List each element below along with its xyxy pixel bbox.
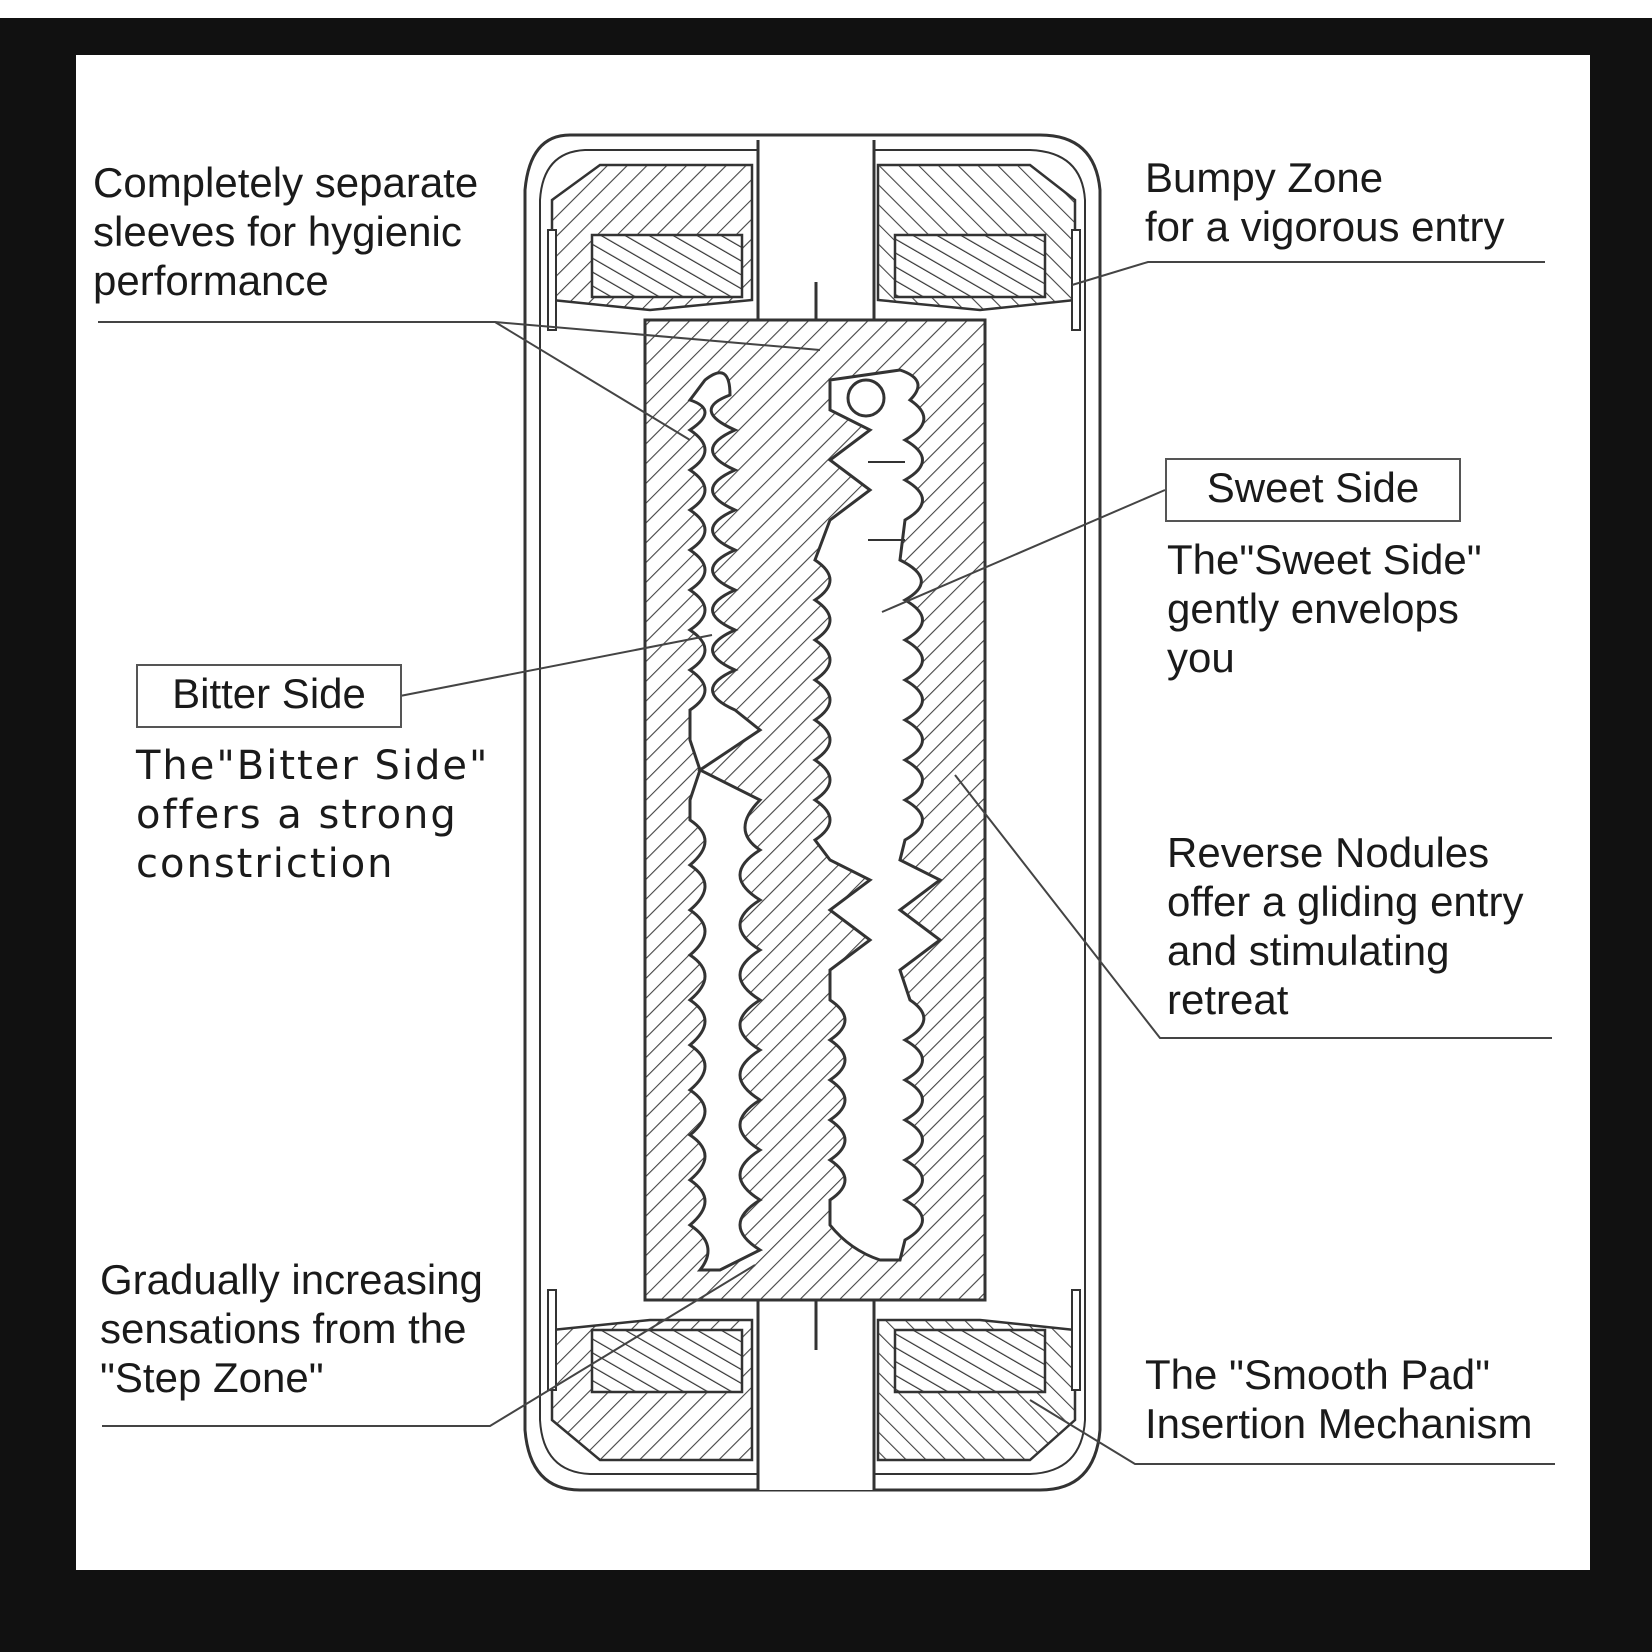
bottom-pad-left [590, 1328, 744, 1394]
leader-smooth [1029, 1399, 1555, 1465]
label-sweet-line2: gently envelops [1167, 585, 1459, 632]
label-bumpy-line1: Bumpy Zone [1145, 154, 1384, 201]
top-pad-left [590, 233, 744, 299]
inner-case [539, 149, 1086, 1475]
leader-step [102, 1264, 756, 1427]
label-bumpy-line2: for a vigorous entry [1145, 203, 1505, 250]
sweet-channel [812, 368, 943, 1262]
leader-sweet [881, 489, 1166, 613]
leader-bitter [399, 634, 713, 697]
label-smooth-line1: The "Smooth Pad" [1145, 1351, 1491, 1398]
top-pad-right [893, 233, 1047, 299]
label-step-line1: Gradually increasing [100, 1256, 483, 1303]
label-sleeves: Completely separate sleeves for hygienic… [93, 158, 478, 305]
label-reverse: Reverse Nodules offer a gliding entry an… [1167, 828, 1523, 1024]
bottom-pad-right [893, 1328, 1047, 1394]
label-sleeves-line3: performance [93, 257, 329, 304]
leader-sleeves-2 [494, 321, 821, 351]
outer-case [523, 133, 1102, 1492]
label-sweet-line1: The"Sweet Side" [1167, 536, 1482, 583]
label-bitter-line3: constriction [136, 841, 395, 887]
label-smooth: The "Smooth Pad" Insertion Mechanism [1145, 1350, 1533, 1448]
label-sweet-line3: you [1167, 634, 1235, 681]
label-reverse-line3: and stimulating [1167, 927, 1450, 974]
top-circle [846, 378, 886, 418]
label-reverse-line1: Reverse Nodules [1167, 829, 1490, 876]
bitter-side-box: Bitter Side [136, 664, 402, 728]
label-smooth-line2: Insertion Mechanism [1145, 1400, 1533, 1447]
label-step-line3: "Step Zone" [100, 1354, 324, 1401]
bitter-channel [687, 371, 764, 1272]
sweet-side-title: Sweet Side [1206, 464, 1420, 511]
sweet-side-box: Sweet Side [1165, 458, 1461, 522]
label-bitter-line1: The"Bitter Side" [136, 743, 490, 789]
label-step: Gradually increasing sensations from the… [100, 1255, 483, 1402]
label-reverse-line2: offer a gliding entry [1167, 878, 1524, 925]
bitter-side-title: Bitter Side [172, 670, 366, 717]
leader-bumpy [1071, 261, 1545, 286]
leader-reverse [954, 774, 1552, 1039]
label-sleeves-line2: sleeves for hygienic [93, 208, 462, 255]
label-bumpy: Bumpy Zone for a vigorous entry [1145, 153, 1505, 251]
label-step-line2: sensations from the [100, 1305, 467, 1352]
leader-sleeves-1 [98, 321, 691, 441]
label-sleeves-line1: Completely separate [93, 159, 479, 206]
leader-lines [98, 261, 1555, 1465]
label-sweet-desc: The"Sweet Side" gently envelops you [1167, 535, 1482, 682]
label-bitter-line2: offers a strong [136, 792, 458, 838]
label-bitter-desc: The"Bitter Side" offers a strong constri… [136, 742, 489, 889]
label-reverse-line4: retreat [1167, 976, 1289, 1023]
